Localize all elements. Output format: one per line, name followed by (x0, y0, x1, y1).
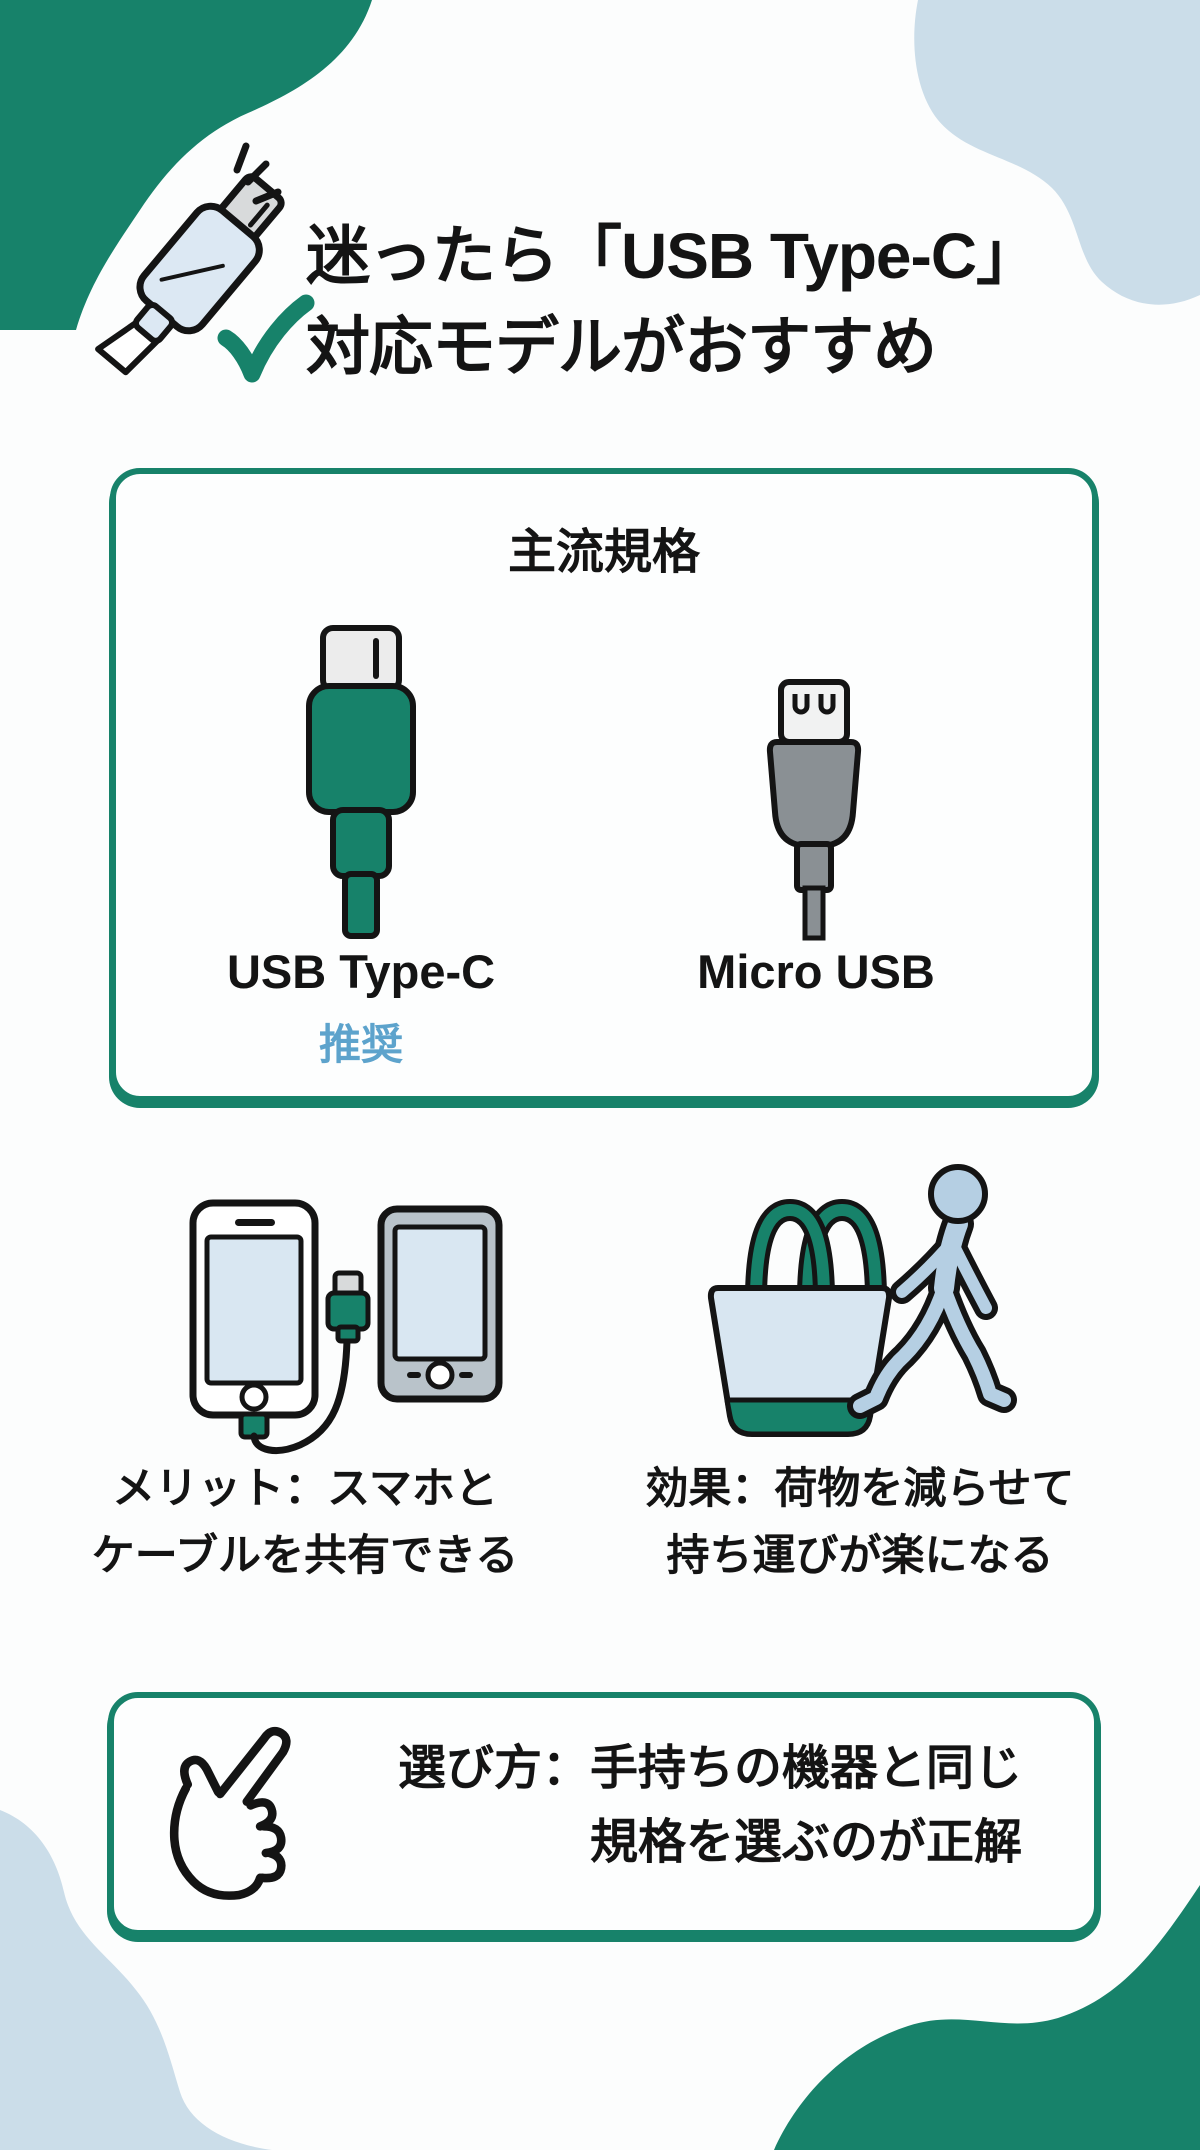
benefit-caption-cable-sharing: メリット：スマホと ケーブルを共有できる (30, 1456, 580, 1589)
bottom-left-blue-blob (0, 1810, 272, 2150)
benefit-left-line2: ケーブルを共有できる (91, 1531, 519, 1580)
benefit-right-line1: 効果：荷物を減らせて (645, 1465, 1075, 1513)
pointing-hand-icon (169, 1726, 291, 1900)
tip-line2: 規格を選ぶのが正解 (589, 1816, 1022, 1870)
usb-type-c-connector-illustration (306, 625, 416, 939)
page-title: 迷ったら「USB Type-C」 対応モデルがおすすめ (306, 211, 1166, 393)
micro-usb-label: Micro USB (697, 945, 935, 998)
bag-person-illustration (707, 1164, 1017, 1437)
walking-person (847, 1164, 1017, 1419)
usb-type-c-label: USB Type-C (226, 945, 496, 998)
recommended-badge: 推奨 (318, 1021, 403, 1068)
benefit-right-line2: 持ち運びが楽になる (666, 1531, 1054, 1580)
usb-cable-check-icon (95, 142, 315, 383)
page-title-line1: 迷ったら「USB Type-C」 (306, 219, 1040, 292)
micro-usb-connector-illustration (766, 679, 862, 941)
tote-bag (707, 1198, 893, 1437)
benefit-caption-less-luggage: 効果：荷物を減らせて 持ち運びが楽になる (600, 1456, 1120, 1589)
tip-line1: 選び方：手持ちの機器と同じ (397, 1742, 1022, 1795)
standards-box: 主流規格 USB Type-C Micro USB 推奨 (110, 468, 1098, 1102)
top-left-green-blob (0, 0, 372, 330)
tip-text: 選び方：手持ちの機器と同じ 規格を選ぶのが正解 (362, 1732, 1022, 1881)
checkmark-icon (217, 294, 315, 383)
phone-tablet-cable-illustration (189, 1199, 503, 1454)
benefit-left-line1: メリット：スマホと (112, 1465, 498, 1513)
top-right-blue-blob (914, 0, 1200, 305)
spark-lines-icon (233, 142, 282, 205)
standards-box-title: 主流規格 (507, 526, 700, 579)
tip-box: 選び方：手持ちの機器と同じ 規格を選ぶのが正解 (108, 1692, 1100, 1936)
bottom-right-green-wave (774, 1885, 1200, 2150)
page-title-line2: 対応モデルがおすすめ (306, 310, 937, 383)
